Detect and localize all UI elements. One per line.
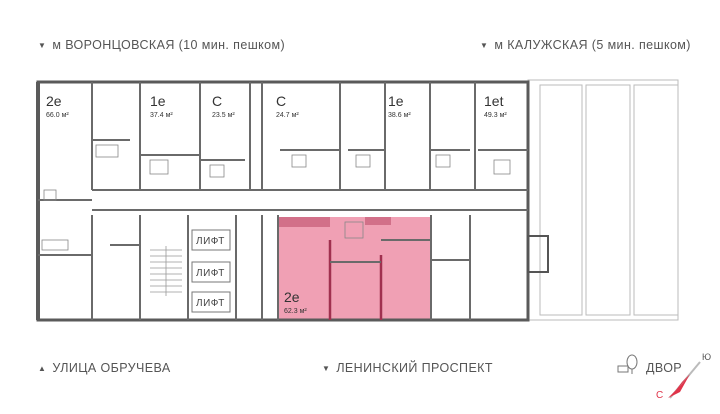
lift-label-3: ЛИФТ xyxy=(196,298,225,309)
balconies xyxy=(527,79,679,321)
direction-down-icon: ▼ xyxy=(322,363,331,373)
metro-left-text: м ВОРОНЦОВСКАЯ (10 мин. пешком) xyxy=(52,38,286,52)
unit-type-3: С xyxy=(212,93,222,109)
unit-area-2: 37.4 м² xyxy=(150,112,173,119)
yard-icon xyxy=(617,354,638,374)
direction-down-icon: ▼ xyxy=(480,40,489,50)
street-left-label: ▲ УЛИЦА ОБРУЧЕВА xyxy=(38,361,171,375)
unit-area-1: 66.0 м² xyxy=(46,112,69,119)
yard-text: ДВОР xyxy=(646,361,683,375)
metro-right-label: ▼ м КАЛУЖСКАЯ (5 мин. пешком) xyxy=(480,38,691,52)
direction-up-icon: ▲ xyxy=(38,363,47,373)
unit-area-3: 23.5 м² xyxy=(212,112,235,119)
unit-area-7: 62.3 м² xyxy=(284,308,307,315)
metro-left-label: ▼ м ВОРОНЦОВСКАЯ (10 мин. пешком) xyxy=(38,38,285,52)
interior-walls xyxy=(38,82,528,320)
metro-right-text: м КАЛУЖСКАЯ (5 мин. пешком) xyxy=(494,38,691,52)
street-center-text: ЛЕНИНСКИЙ ПРОСПЕКТ xyxy=(336,361,493,375)
unit-area-6: 49.3 м² xyxy=(484,112,507,119)
street-center-label: ▼ ЛЕНИНСКИЙ ПРОСПЕКТ xyxy=(322,361,493,375)
direction-down-icon: ▼ xyxy=(38,40,47,50)
compass-north-label: С xyxy=(656,390,663,401)
compass-icon xyxy=(668,361,701,399)
lift-label-1: ЛИФТ xyxy=(196,236,225,247)
yard-label: ДВОР xyxy=(646,361,682,375)
unit-area-4: 24.7 м² xyxy=(276,112,299,119)
unit-type-4: С xyxy=(276,93,286,109)
right-shaft xyxy=(527,235,549,273)
unit-type-6: 1еt xyxy=(484,93,504,109)
lift-label-2: ЛИФТ xyxy=(196,268,225,279)
unit-area-5: 38.6 м² xyxy=(388,112,411,119)
fixtures xyxy=(41,144,511,251)
unit-type-2: 1е xyxy=(150,93,166,109)
lift-boxes xyxy=(191,229,231,313)
unit-type-5: 1е xyxy=(388,93,404,109)
street-left-text: УЛИЦА ОБРУЧЕВА xyxy=(52,361,171,375)
unit-type-7: 2е xyxy=(284,289,300,305)
highlighted-apartment[interactable] xyxy=(278,217,431,319)
unit-type-1: 2е xyxy=(46,93,62,109)
compass-east-label: Ю xyxy=(702,352,711,362)
staircase xyxy=(150,246,182,296)
